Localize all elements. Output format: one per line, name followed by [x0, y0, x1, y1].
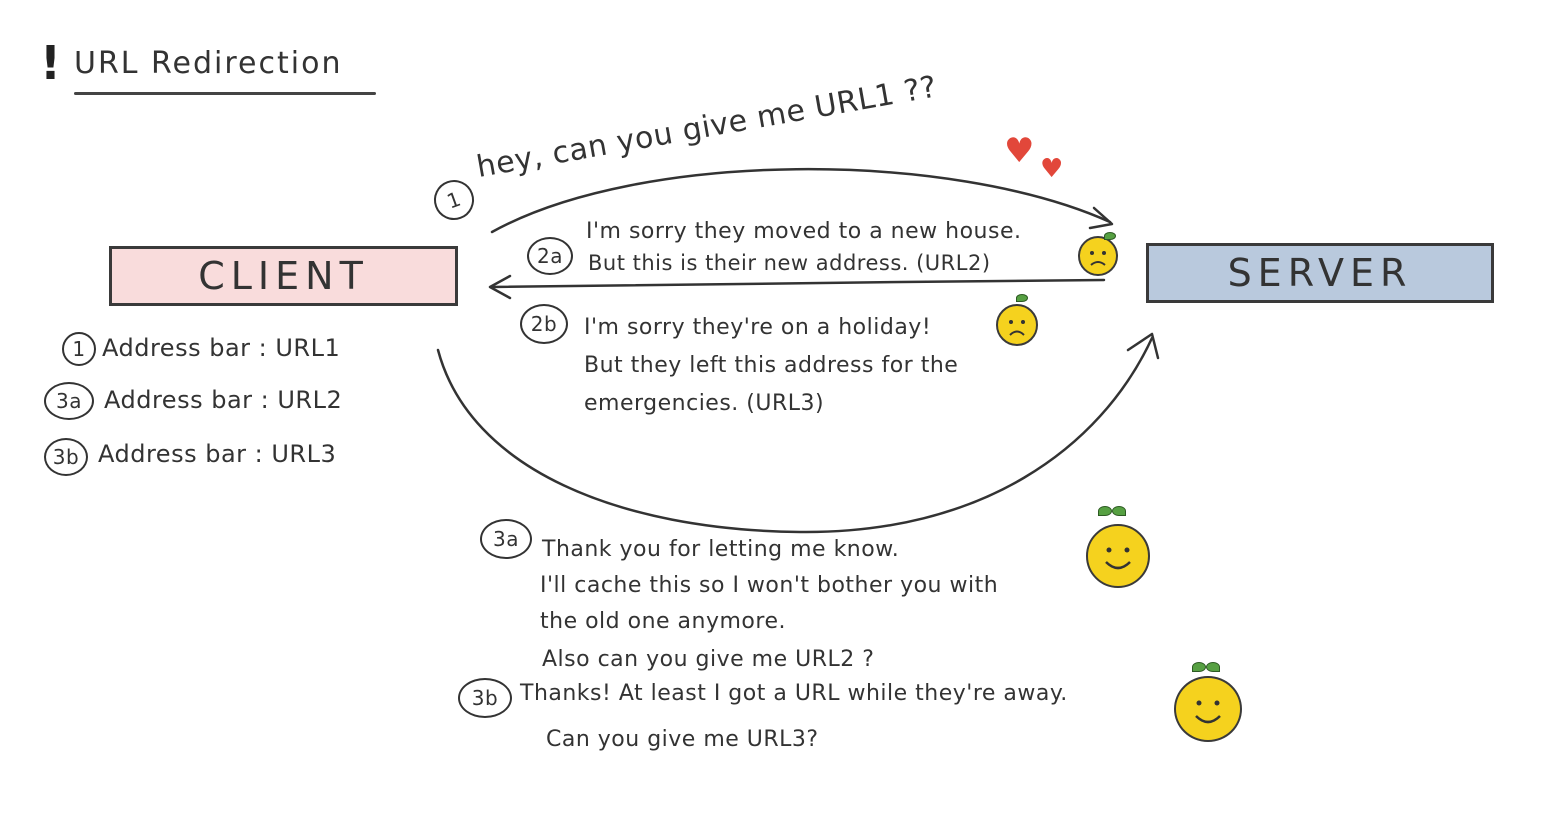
- address-1-text: Address bar : URL1: [102, 334, 341, 362]
- server-label: SERVER: [1227, 251, 1413, 295]
- step-2a-marker: 2a: [527, 237, 573, 275]
- redirect-arrow: [490, 278, 1106, 289]
- step-3b-line-1: Thanks! At least I got a URL while they'…: [520, 681, 1068, 706]
- retry-arrowhead: [1126, 332, 1160, 360]
- address-3a-marker: 3a: [44, 382, 94, 420]
- redirect-arrowhead: [488, 274, 512, 300]
- step-3a-line-2: I'll cache this so I won't bother you wi…: [540, 573, 999, 598]
- address-1-marker: 1: [62, 332, 96, 366]
- leaf-icon: [1098, 506, 1112, 516]
- step-2b-line-3: emergencies. (URL3): [584, 391, 825, 416]
- step-3a-line-4: Also can you give me URL2 ?: [542, 647, 875, 672]
- leaf-icon: [1206, 662, 1220, 672]
- step-2a-line-1: I'm sorry they moved to a new house.: [586, 219, 1022, 244]
- heart-icon: ♥: [1040, 154, 1064, 184]
- request-arrow: [490, 168, 1112, 234]
- leaf-icon: [1104, 232, 1116, 240]
- leaf-icon: [1192, 662, 1206, 672]
- retry-arrow: [436, 336, 1154, 534]
- client-label: CLIENT: [198, 254, 369, 298]
- step-3b-line-2: Can you give me URL3?: [546, 727, 819, 752]
- address-3b-marker: 3b: [44, 438, 88, 476]
- step-3a-marker: 3a: [480, 519, 532, 559]
- client-box: CLIENT: [109, 246, 458, 306]
- step-2b-line-1: I'm sorry they're on a holiday!: [584, 315, 932, 340]
- step-3a-line-1: Thank you for letting me know.: [542, 537, 900, 562]
- step-2b-marker: 2b: [520, 304, 568, 344]
- happy-face-icon: [1086, 524, 1150, 588]
- step-2b-line-2: But they left this address for the: [584, 353, 959, 378]
- step-3b-marker: 3b: [458, 678, 512, 718]
- heart-icon: ♥: [1004, 131, 1035, 171]
- server-box: SERVER: [1146, 243, 1494, 303]
- sad-face-icon: [1078, 236, 1118, 276]
- leaf-icon: [1016, 294, 1028, 302]
- step-2a-line-2: But this is their new address. (URL2): [588, 251, 991, 275]
- leaf-icon: [1112, 506, 1126, 516]
- exclamation-icon: !: [40, 36, 61, 90]
- address-3-text: Address bar : URL3: [98, 440, 337, 468]
- title-text: URL Redirection: [74, 46, 343, 81]
- happy-face-icon: [1174, 676, 1242, 742]
- step-3a-line-3: the old one anymore.: [540, 609, 786, 634]
- address-2-text: Address bar : URL2: [104, 386, 343, 414]
- request-arrowhead: [1088, 206, 1114, 230]
- title-underline: [74, 92, 376, 95]
- sad-face-icon: [996, 304, 1038, 346]
